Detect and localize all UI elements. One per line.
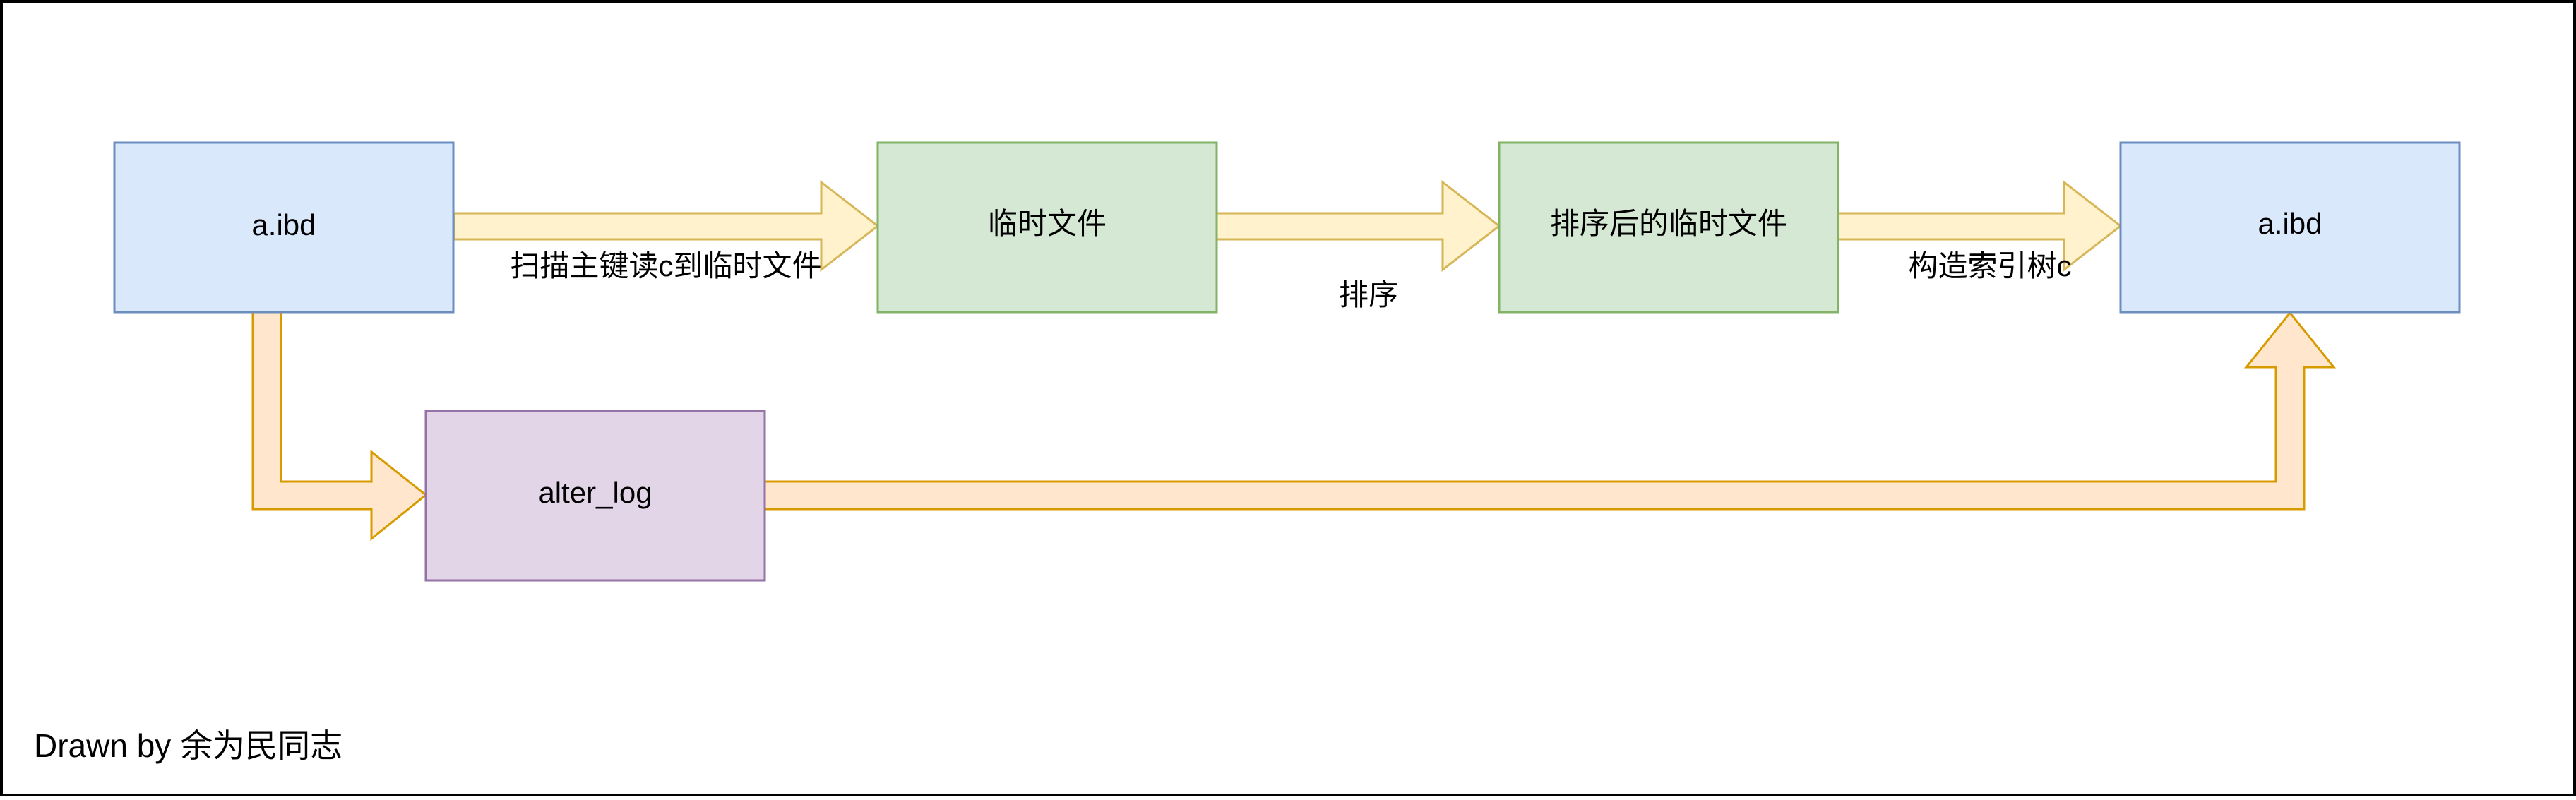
- arrow-sort: [1215, 179, 1501, 273]
- node-sorted-temp-file: [1498, 141, 1839, 314]
- node-alter-log: [424, 410, 766, 582]
- node-temp-file-label: 临时文件: [988, 207, 1107, 240]
- node-sorted-temp-file-label: 排序后的临时文件: [1550, 207, 1787, 240]
- node-source-ibd: [113, 141, 455, 314]
- credit-text: Drawn by 余为民同志: [34, 727, 342, 764]
- node-alter-log-label: alter_log: [538, 476, 652, 509]
- node-target-ibd-label: a.ibd: [2258, 207, 2322, 240]
- arrow-alter-log-to-target: [763, 311, 2337, 511]
- arrow-ibd-to-alter-log: [251, 309, 428, 542]
- edge-label-build-index: 构造索引树c: [1908, 249, 2071, 282]
- arrow-build-index: [1837, 179, 2123, 273]
- node-target-ibd: [2119, 141, 2461, 314]
- node-temp-file: [876, 141, 1218, 314]
- edge-label-scan-to-temp: 扫描主键读c到临时文件: [510, 249, 821, 282]
- node-source-ibd-label: a.ibd: [251, 208, 316, 241]
- edge-label-sort: 排序: [1339, 278, 1398, 311]
- arrow-scan-to-temp: [453, 179, 880, 273]
